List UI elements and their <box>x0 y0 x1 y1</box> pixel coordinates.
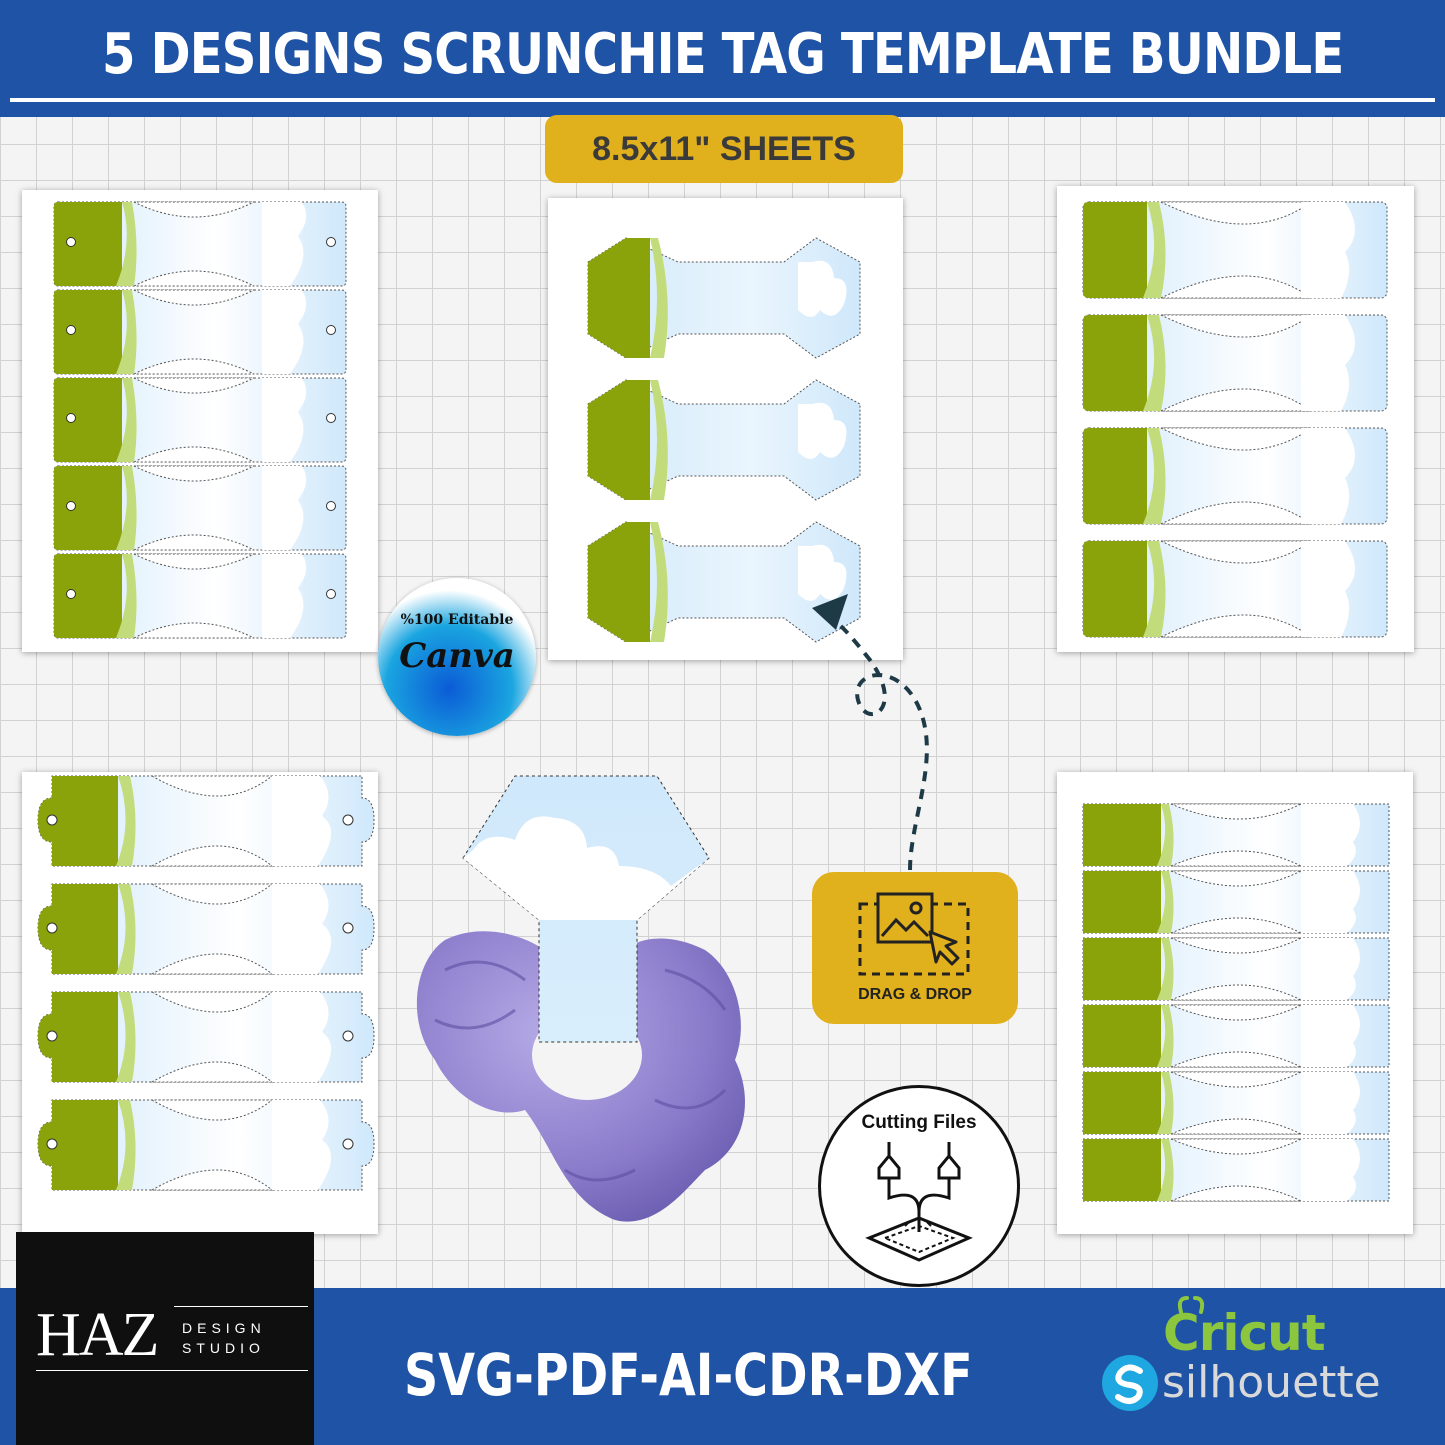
brand-logo-sub: DESIGN STUDIO <box>182 1320 266 1356</box>
drag-drop-label: DRAG & DROP <box>858 986 972 1003</box>
tag5-row-4 <box>1082 1004 1390 1068</box>
silhouette-logo: silhouette <box>1100 1345 1430 1425</box>
silhouette-wordmark: silhouette <box>1162 1357 1381 1408</box>
tag-row-3 <box>53 377 347 463</box>
brand-logo-main: HAZ <box>36 1301 159 1369</box>
cutting-machine-icon <box>865 1142 973 1262</box>
template-sheet-2 <box>548 198 903 660</box>
tag5-row-5 <box>1082 1071 1390 1135</box>
tag4-row-3 <box>37 991 375 1083</box>
tag-layout-4 <box>37 775 375 1191</box>
tag5-row-2 <box>1082 870 1390 934</box>
template-sheet-3 <box>1057 186 1414 652</box>
tag3-row-3 <box>1082 427 1388 525</box>
hex-tag-3 <box>587 521 861 643</box>
page-title: 5 DESIGNS SCRUNCHIE TAG TEMPLATE BUNDLE <box>101 21 1344 87</box>
tag5-row-3 <box>1082 937 1390 1001</box>
hex-tag-1 <box>587 237 861 359</box>
header-inner: 5 DESIGNS SCRUNCHIE TAG TEMPLATE BUNDLE <box>10 10 1435 102</box>
arrow-head <box>812 594 848 630</box>
file-formats: SVG-PDF-AI-CDR-DXF <box>404 1330 973 1420</box>
sheets-size-label: 8.5x11" SHEETS <box>592 129 856 168</box>
file-formats-label: SVG-PDF-AI-CDR-DXF <box>404 1341 973 1409</box>
tag-layout-5 <box>1082 803 1390 1202</box>
silhouette-s-icon <box>1102 1355 1158 1411</box>
cutting-files-label: Cutting Files <box>861 1112 977 1133</box>
drag-drop-badge: DRAG & DROP <box>812 872 1018 1024</box>
tag-row-2 <box>53 289 347 375</box>
cricut-wordmark: Cricut <box>1163 1304 1326 1362</box>
logo-rule-bottom <box>36 1370 308 1371</box>
tag4-row-1 <box>37 775 375 867</box>
logo-rule <box>174 1306 308 1307</box>
hex-tag-2 <box>587 379 861 501</box>
tag5-row-6 <box>1082 1138 1390 1202</box>
template-sheet-5 <box>1057 772 1413 1234</box>
tag3-row-2 <box>1082 314 1388 412</box>
haz-design-studio-logo: HAZ DESIGN STUDIO <box>16 1232 314 1445</box>
tag-row-1 <box>53 201 347 287</box>
hexagon-tag <box>462 775 710 1043</box>
tag3-row-4 <box>1082 540 1388 638</box>
canva-badge-line2: Canva <box>399 636 515 676</box>
tag-layout-1 <box>53 201 347 639</box>
tag4-row-2 <box>37 883 375 975</box>
cricut-antenna-icon <box>1177 1296 1205 1314</box>
tag-row-5 <box>53 553 347 639</box>
image-drag-icon <box>858 892 970 976</box>
template-sheet-4 <box>22 772 378 1234</box>
scrunchie-product-image <box>416 775 745 1222</box>
template-sheet-1 <box>22 190 378 652</box>
cutting-files-badge: Cutting Files <box>818 1085 1020 1287</box>
tag3-row-1 <box>1082 201 1388 299</box>
tag-layout-3 <box>1082 201 1388 638</box>
sheets-size-badge: 8.5x11" SHEETS <box>545 115 903 183</box>
tag4-row-4 <box>37 1099 375 1191</box>
tag-row-4 <box>53 465 347 551</box>
header-band: 5 DESIGNS SCRUNCHIE TAG TEMPLATE BUNDLE <box>0 0 1445 117</box>
cricut-logo: Cricut <box>1163 1294 1403 1374</box>
dashed-arrow-icon <box>832 620 929 871</box>
tag-layout-2 <box>587 237 861 643</box>
canva-badge-line1: %100 Editable <box>400 612 514 628</box>
canva-editable-badge: %100 Editable Canva <box>378 578 536 736</box>
tag5-row-1 <box>1082 803 1390 867</box>
